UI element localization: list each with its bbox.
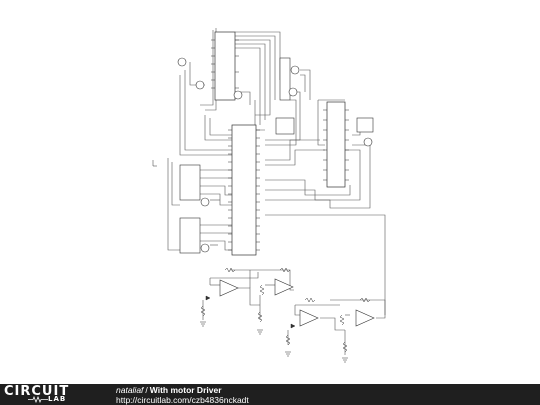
source-4 — [290, 65, 300, 75]
project-title: With motor Driver — [149, 385, 222, 395]
source-5 — [288, 87, 298, 97]
small-chip-right[interactable] — [279, 57, 291, 101]
wires — [167, 28, 386, 355]
source-3 — [233, 90, 243, 100]
op-amp-4 — [355, 309, 375, 327]
small-chip-mid[interactable] — [275, 117, 295, 135]
left-connector-bottom[interactable] — [179, 217, 201, 254]
motor-block[interactable] — [356, 117, 374, 133]
source-7 — [200, 243, 210, 253]
op-amp-3 — [299, 309, 319, 327]
op-amp-1 — [219, 279, 239, 297]
photodiodes[interactable] — [205, 295, 296, 329]
voltage-sources[interactable] — [177, 57, 373, 253]
separator: / — [145, 385, 148, 395]
op-amp-2 — [274, 278, 294, 296]
grounds — [200, 321, 348, 363]
resistors[interactable] — [200, 267, 371, 353]
microcontroller-chip[interactable] — [228, 124, 260, 256]
photodiode-1 — [205, 295, 211, 301]
source-1 — [177, 57, 187, 67]
resistor-logo-icon — [28, 396, 48, 403]
author-link[interactable]: nataliaf — [116, 385, 144, 395]
op-amps[interactable] — [219, 278, 375, 327]
driver-chip[interactable] — [323, 101, 349, 188]
photodiode-2 — [290, 323, 296, 329]
logo-circuit-text: CIRCUIT — [4, 384, 70, 399]
source-6 — [200, 197, 210, 207]
logo-lab-text: LAB — [48, 395, 67, 403]
circuitlab-logo[interactable]: CIRCUIT LAB — [4, 384, 92, 404]
footer-bar: CIRCUIT LAB nataliaf/With motor Driver h… — [0, 384, 540, 405]
chip-pins — [228, 129, 260, 251]
source-2 — [195, 80, 205, 90]
cursor-mark — [152, 160, 157, 167]
schematic-canvas[interactable] — [0, 0, 540, 384]
top-chip[interactable] — [211, 31, 239, 101]
left-connector-top[interactable] — [179, 164, 201, 201]
project-url[interactable]: http://circuitlab.com/czb4836nckadt — [116, 395, 249, 405]
source-8 — [363, 137, 373, 147]
project-meta: nataliaf/With motor Driver http://circui… — [116, 385, 249, 405]
